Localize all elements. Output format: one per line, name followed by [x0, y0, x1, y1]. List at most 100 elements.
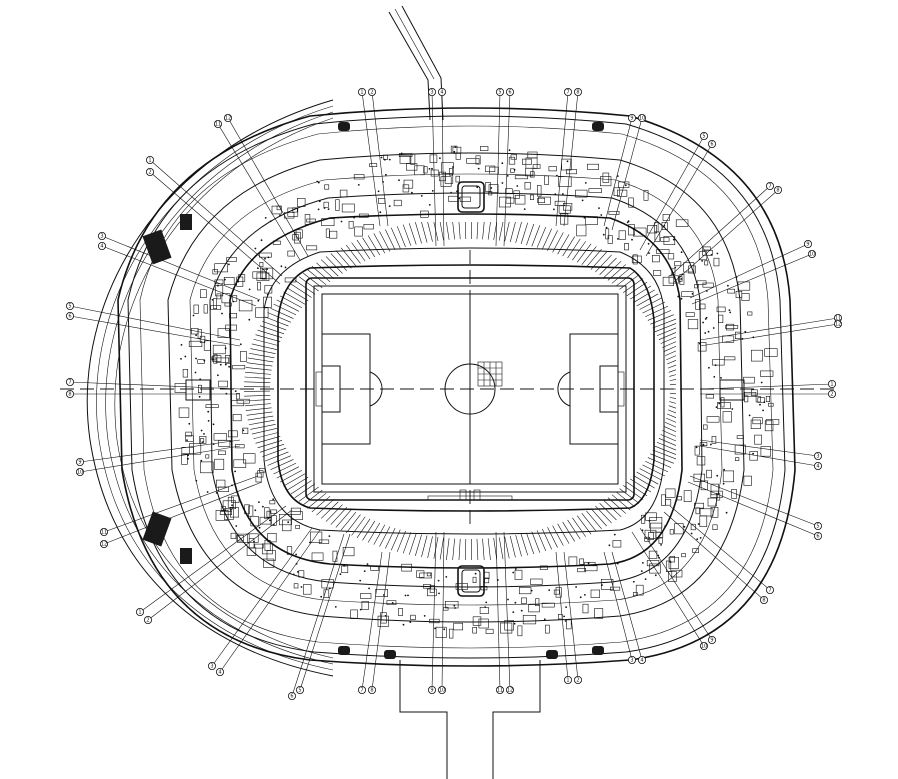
column-dot — [248, 288, 251, 291]
column-dot — [485, 601, 488, 604]
column-dot — [716, 474, 719, 477]
room-outline — [259, 252, 272, 258]
column-dot — [741, 337, 744, 340]
column-dot — [269, 519, 271, 522]
room-outline — [555, 587, 562, 598]
seat-row-line — [547, 230, 558, 251]
seat-row-line — [504, 221, 510, 242]
column-dot — [207, 420, 210, 422]
seat-row-line — [611, 494, 631, 511]
room-outline — [695, 299, 700, 310]
room-outline — [306, 245, 318, 251]
column-dot — [287, 521, 290, 524]
grid-bubble: 5 — [700, 131, 709, 140]
grid-bubble: 11 — [213, 120, 222, 129]
column-dot — [658, 556, 660, 559]
seat-row-line — [487, 221, 491, 240]
room-outline — [548, 166, 557, 172]
column-dot — [323, 207, 326, 209]
grid-bubble: 10 — [808, 249, 817, 258]
column-dot — [714, 364, 717, 367]
room-outline — [240, 350, 247, 362]
seat-row-line — [493, 537, 498, 560]
column-dot — [295, 553, 297, 556]
seat-row-line — [279, 469, 303, 483]
room-outline — [579, 558, 584, 565]
seat-row-line — [273, 303, 297, 316]
room-outline — [318, 539, 330, 544]
seat-row-line — [320, 501, 339, 519]
room-outline — [561, 158, 572, 171]
room-outline — [222, 500, 237, 509]
column-dot — [683, 525, 686, 528]
column-dot — [512, 611, 515, 613]
seat-row-line — [669, 401, 677, 404]
room-outline — [430, 169, 439, 177]
column-dot — [735, 276, 738, 279]
room-outline — [522, 614, 537, 625]
room-outline — [244, 504, 250, 515]
room-outline — [757, 397, 765, 403]
room-outline — [660, 237, 670, 242]
column-dot — [477, 167, 480, 170]
room-outline — [713, 257, 720, 267]
seat-row-line — [396, 530, 406, 552]
grid-bubble: 8 — [760, 596, 769, 605]
room-outline — [309, 531, 323, 543]
seat-row-line — [446, 221, 450, 240]
svg-text:4: 4 — [100, 243, 103, 249]
column-dot — [696, 538, 699, 541]
seat-row-line — [669, 392, 677, 395]
room-outline — [284, 277, 297, 283]
room-outline — [734, 331, 741, 340]
room-outline — [545, 624, 550, 634]
room-outline — [212, 269, 218, 275]
column-dot — [566, 160, 569, 163]
grid-bubble: 3 — [207, 662, 216, 671]
column-dot — [722, 482, 725, 485]
room-outline — [602, 172, 610, 183]
seat-row-line — [656, 327, 677, 337]
room-outline — [380, 612, 387, 624]
svg-text:11: 11 — [101, 529, 107, 535]
room-outline — [293, 583, 299, 589]
room-outline — [247, 533, 259, 543]
grid-line — [687, 481, 819, 537]
grid-line — [147, 509, 293, 621]
room-outline — [694, 502, 705, 509]
seat-row-line — [330, 506, 348, 525]
column-dot — [200, 459, 203, 462]
column-dot — [295, 562, 298, 565]
seat-row-line — [250, 423, 276, 430]
room-outline — [751, 389, 758, 396]
seat-row-line — [257, 329, 283, 338]
seat-row-line — [619, 274, 640, 290]
room-outline — [213, 354, 218, 364]
seat-row-line — [464, 221, 467, 240]
column-dot — [584, 594, 586, 596]
column-dot — [520, 609, 523, 612]
room-outline — [332, 550, 338, 562]
room-outline — [698, 251, 708, 261]
room-outline — [587, 163, 600, 170]
room-outline — [264, 285, 273, 294]
grid-bubble: 10 — [638, 114, 647, 123]
room-outline — [419, 572, 432, 579]
room-outline — [700, 480, 708, 491]
svg-text:12: 12 — [101, 541, 107, 547]
column-dot — [713, 376, 716, 378]
centerline-axes — [60, 250, 840, 530]
room-outline — [252, 271, 266, 279]
seat-row-line — [639, 468, 662, 481]
column-dot — [428, 204, 431, 206]
column-dot — [266, 293, 269, 296]
column-dot — [565, 606, 567, 608]
room-outline — [311, 552, 324, 561]
seat-row-line — [248, 419, 275, 426]
seat-row-line — [662, 341, 677, 348]
room-outline — [498, 196, 511, 208]
seat-row-line — [603, 260, 622, 278]
column-dot — [725, 511, 728, 514]
column-dot — [317, 208, 320, 211]
column-dot — [657, 554, 660, 557]
